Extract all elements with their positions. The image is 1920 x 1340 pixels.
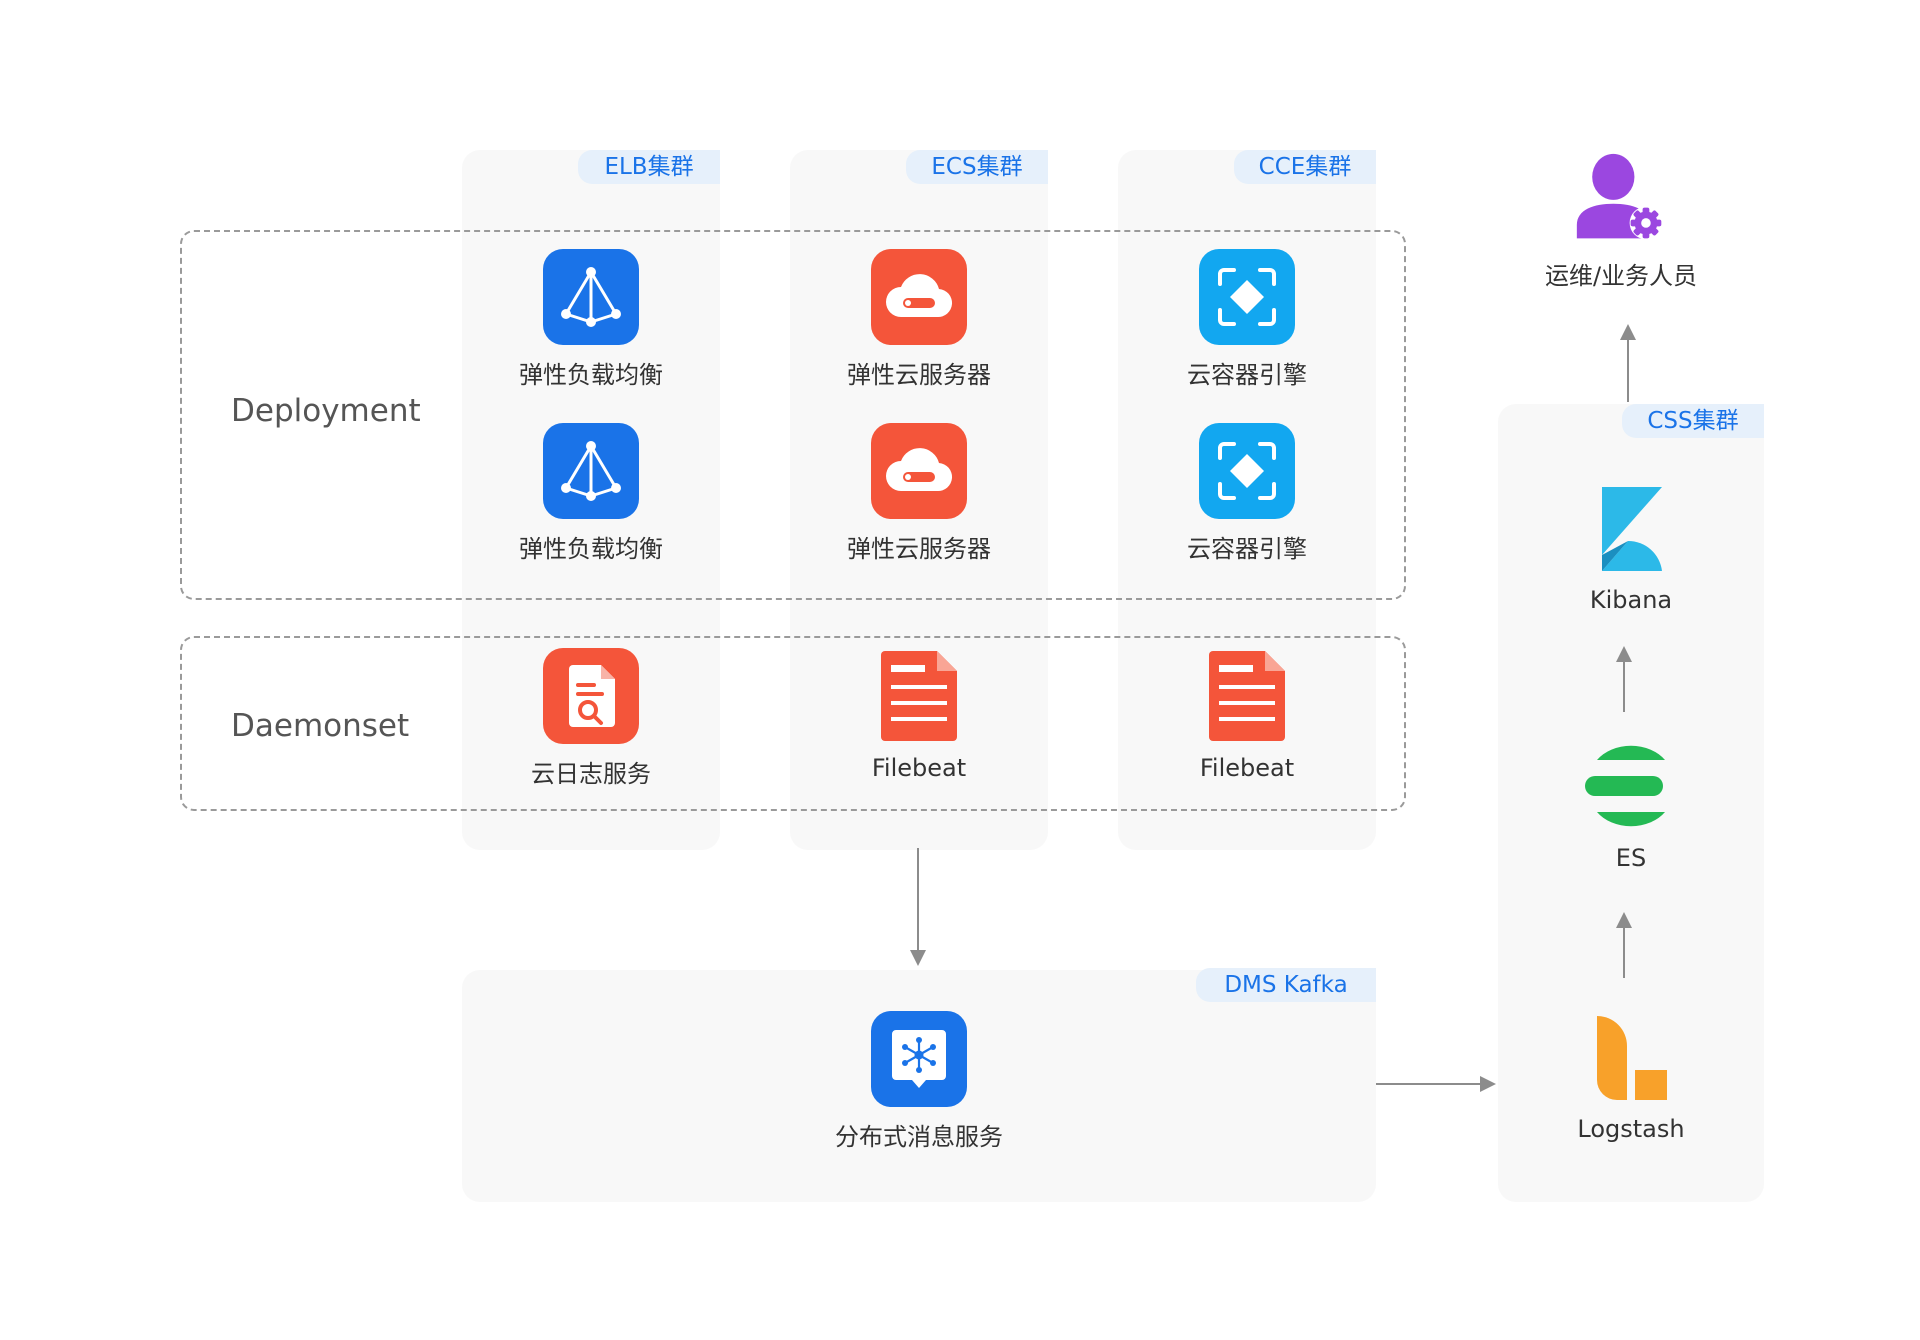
load-balancer-icon <box>543 249 639 345</box>
cloud-server-icon <box>871 423 967 519</box>
daemonset-label: Daemonset <box>231 708 410 744</box>
container-engine-icon <box>1199 249 1295 345</box>
logstash-node-label: Logstash <box>1577 1115 1685 1143</box>
ecs-node-2[interactable]: 弹性云服务器 <box>789 423 1049 564</box>
daemonset-group <box>180 636 1406 811</box>
cce-cluster-tag: CCE集群 <box>1234 150 1376 184</box>
css-cluster-tag: CSS集群 <box>1622 404 1764 438</box>
ecs-cluster-tag: ECS集群 <box>906 150 1048 184</box>
logstash-node[interactable]: Logstash <box>1501 1009 1761 1143</box>
css-cluster-panel <box>1498 404 1764 1202</box>
message-service-icon <box>871 1011 967 1107</box>
filebeat-node-1-label: Filebeat <box>871 754 967 782</box>
ecs-node-2-label: 弹性云服务器 <box>847 535 991 563</box>
elasticsearch-logo-icon <box>1583 738 1679 834</box>
document-icon <box>1199 648 1295 744</box>
logstash-logo-icon <box>1583 1009 1679 1105</box>
es-node-label: ES <box>1615 844 1647 872</box>
cce-node-1[interactable]: 云容器引擎 <box>1117 249 1377 390</box>
deployment-label: Deployment <box>231 393 421 429</box>
elb-node-1[interactable]: 弹性负载均衡 <box>461 249 721 390</box>
log-service-icon <box>543 648 639 744</box>
arrow-kibana-to-ops-head <box>1620 324 1636 340</box>
filebeat-node-2-label: Filebeat <box>1199 754 1295 782</box>
container-engine-icon <box>1199 423 1295 519</box>
arrow-dms-to-logstash-head <box>1480 1076 1496 1092</box>
dms-kafka-tag: DMS Kafka <box>1196 968 1376 1002</box>
arrow-cluster-to-dms-head <box>910 950 926 966</box>
elb-node-1-label: 弹性负载均衡 <box>519 361 663 389</box>
document-icon <box>871 648 967 744</box>
kibana-node-label: Kibana <box>1589 586 1673 614</box>
arrow-logstash-to-es-head <box>1616 912 1632 928</box>
user-gear-icon <box>1573 150 1669 246</box>
arrow-es-to-kibana-head <box>1616 646 1632 662</box>
elb-node-2[interactable]: 弹性负载均衡 <box>461 423 721 564</box>
ops-user-label: 运维/业务人员 <box>1544 262 1698 290</box>
ecs-node-1-label: 弹性云服务器 <box>847 361 991 389</box>
elb-cluster-tag: ELB集群 <box>578 150 720 184</box>
kibana-logo-icon <box>1583 480 1679 576</box>
elb-node-2-label: 弹性负载均衡 <box>519 535 663 563</box>
load-balancer-icon <box>543 423 639 519</box>
lts-node-label: 云日志服务 <box>531 760 651 788</box>
ops-user-node[interactable]: 运维/业务人员 <box>1491 150 1751 291</box>
cce-node-2[interactable]: 云容器引擎 <box>1117 423 1377 564</box>
filebeat-node-1[interactable]: Filebeat <box>789 648 1049 782</box>
lts-node[interactable]: 云日志服务 <box>461 648 721 789</box>
filebeat-node-2[interactable]: Filebeat <box>1117 648 1377 782</box>
deployment-group <box>180 230 1406 600</box>
dms-node-label: 分布式消息服务 <box>835 1123 1003 1151</box>
cce-node-1-label: 云容器引擎 <box>1187 361 1307 389</box>
cce-node-2-label: 云容器引擎 <box>1187 535 1307 563</box>
es-node[interactable]: ES <box>1501 738 1761 872</box>
kibana-node[interactable]: Kibana <box>1501 480 1761 614</box>
ecs-node-1[interactable]: 弹性云服务器 <box>789 249 1049 390</box>
dms-node[interactable]: 分布式消息服务 <box>789 1011 1049 1152</box>
cloud-server-icon <box>871 249 967 345</box>
